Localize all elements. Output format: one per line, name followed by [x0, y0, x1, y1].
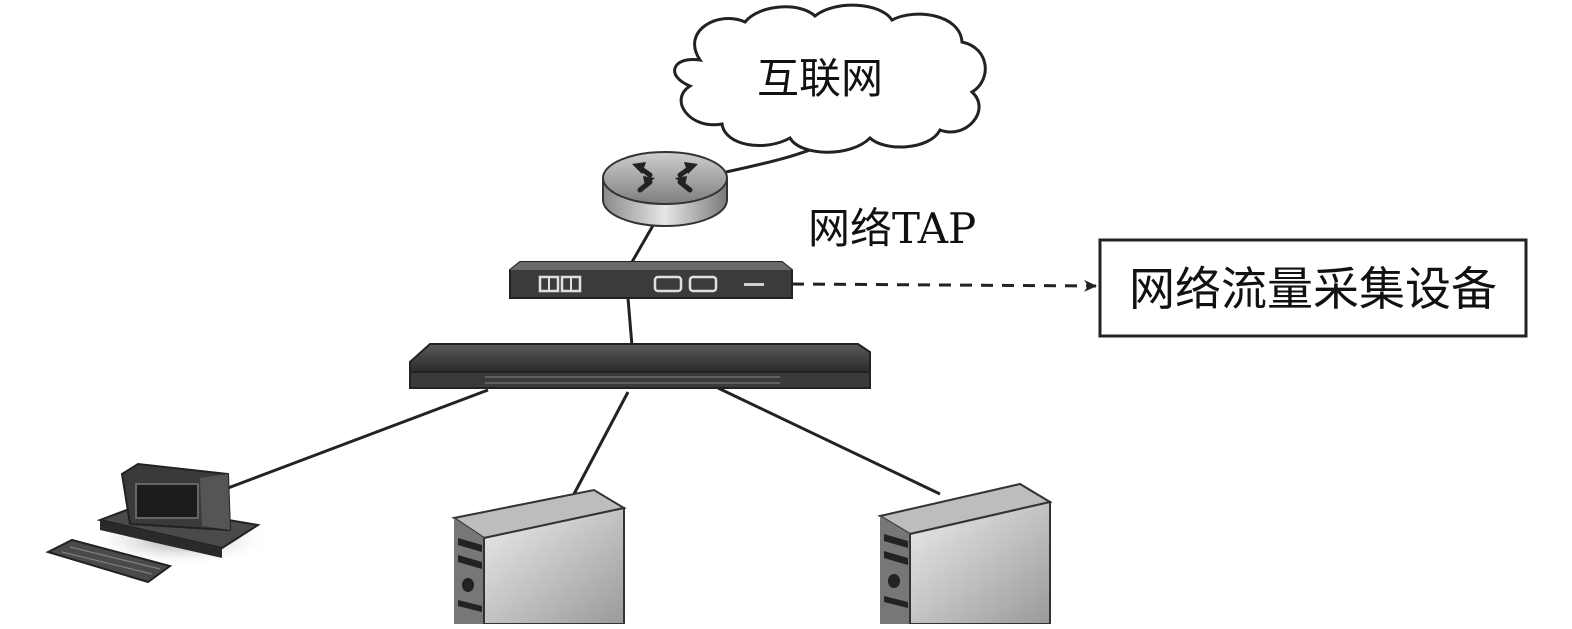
- tap-label: 网络TAP: [808, 204, 976, 253]
- collector-box: 网络流量采集设备: [1098, 238, 1528, 338]
- server-icon: [450, 488, 640, 629]
- internet-label: 互联网: [757, 54, 883, 103]
- network-tap-icon: [509, 261, 793, 299]
- link-tap-collector: [791, 279, 1097, 292]
- collector-label: 网络流量采集设备: [1129, 262, 1497, 316]
- link-switch-server-2: [717, 386, 941, 496]
- server-icon: [873, 482, 1063, 629]
- link-switch-workstation: [227, 388, 489, 490]
- link-tap-switch: [626, 297, 634, 347]
- desktop-computer-icon: [45, 462, 272, 584]
- switch-icon: [409, 343, 871, 389]
- link-router-tap: [630, 221, 657, 263]
- connections: [227, 126, 1097, 496]
- link-switch-server-1: [572, 391, 630, 495]
- cloud-icon: 互联网: [673, 3, 987, 154]
- router-icon: [602, 151, 728, 227]
